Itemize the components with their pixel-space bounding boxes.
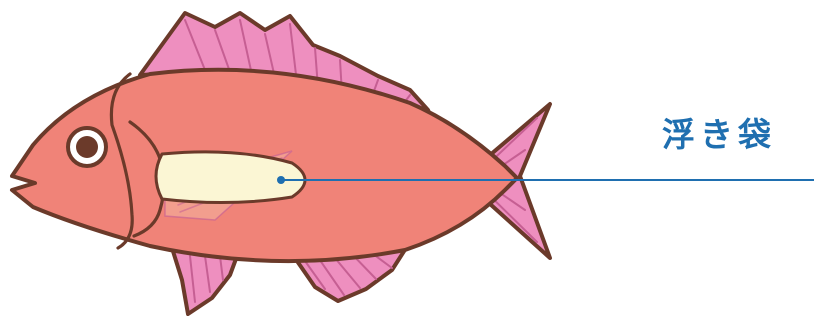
fish-eye — [68, 128, 106, 166]
swim-bladder-label: 浮き袋 — [662, 118, 776, 151]
